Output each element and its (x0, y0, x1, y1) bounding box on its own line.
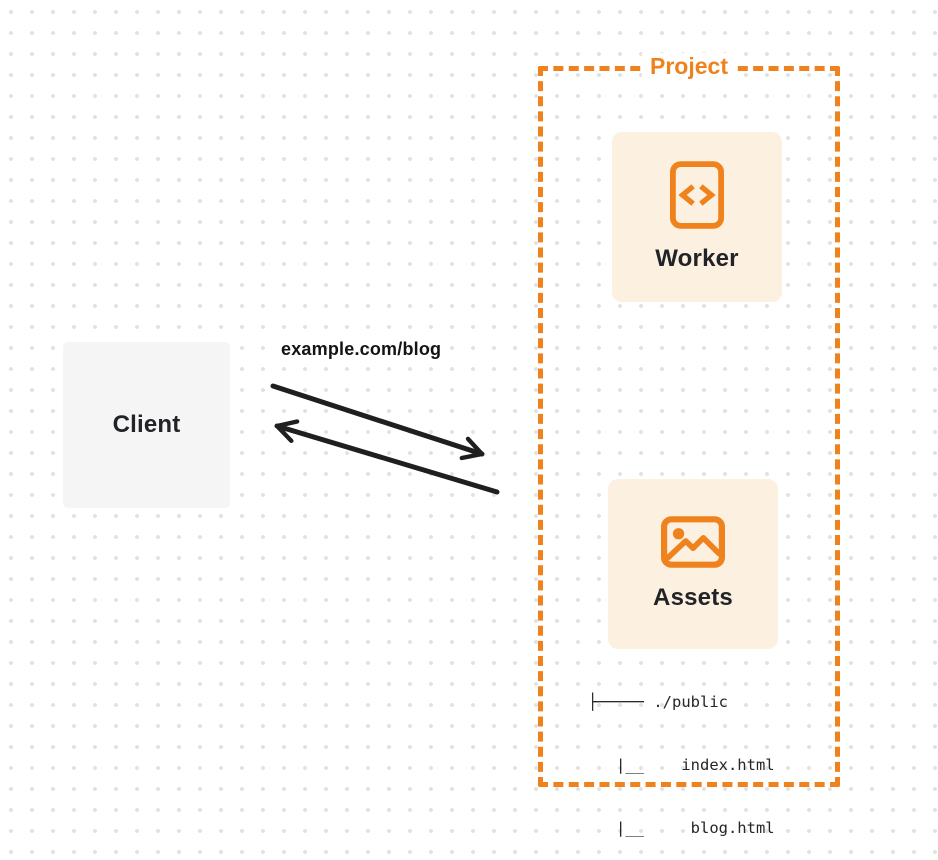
file-tree-line-public: ├───── ./public (588, 693, 728, 711)
file-tree-line-index: |__ index.html (588, 756, 775, 774)
project-container: Project Worker Assets ├───── ./public |_… (538, 53, 840, 837)
client-label: Client (112, 411, 181, 438)
assets-label: Assets (653, 584, 733, 611)
image-icon (661, 516, 725, 568)
response-arrow (274, 419, 500, 495)
assets-file-tree: ├───── ./public |__ index.html |__ blog.… (588, 650, 775, 860)
request-url-label: example.com/blog (281, 339, 442, 359)
client-node: Client (63, 342, 230, 508)
project-label: Project (642, 53, 736, 79)
worker-label: Worker (655, 245, 739, 272)
request-arrow (270, 383, 485, 461)
code-icon (670, 161, 724, 229)
file-tree-line-blog: |__ blog.html (588, 819, 775, 837)
worker-node: Worker (612, 132, 782, 302)
assets-node: Assets (608, 479, 778, 649)
